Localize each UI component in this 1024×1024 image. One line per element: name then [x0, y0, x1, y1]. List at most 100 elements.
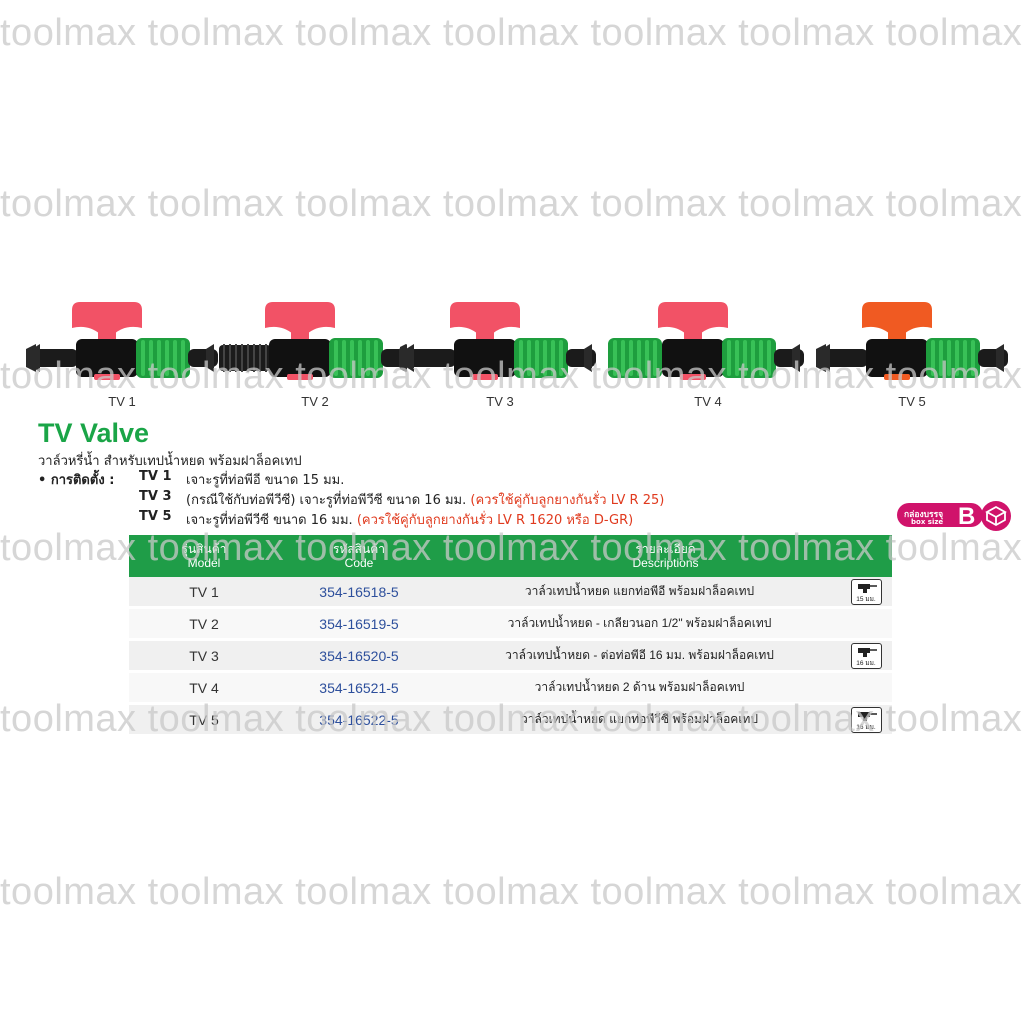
threaded-end [219, 345, 271, 371]
valve-image [219, 302, 411, 380]
box-icon [981, 501, 1011, 531]
installation-notes: • การติดตั้ง : TV 1 เจาะรูที่ท่อพีอี ขนา… [38, 469, 898, 529]
product-tv2: TV 2 [215, 290, 415, 415]
nut-rib [653, 340, 657, 376]
table-row: TV 4 354-16521-5 วาล์วเทปน้ำหยด 2 ด้าน พ… [129, 671, 892, 705]
install-desc: เจาะรูที่ท่อพีวีซี ขนาด 16 มม. (ควรใช้คู… [186, 509, 633, 530]
valve-image [608, 302, 804, 380]
nut-rib [374, 340, 378, 376]
cell-icon: 16 มม. [840, 639, 892, 673]
valve-handle [862, 302, 932, 334]
header-code-en: Code [344, 556, 374, 570]
nut-rib [366, 340, 370, 376]
install-row: • การติดตั้ง : TV 1 เจาะรูที่ท่อพีอี ขนา… [38, 469, 898, 489]
box-size-label: กล่องบรรจุ [904, 510, 944, 520]
install-desc: เจาะรูที่ท่อพีอี ขนาด 15 มม. [186, 469, 344, 490]
watermark-row: toolmax toolmax toolmax toolmax toolmax … [0, 12, 1023, 54]
barb-ridge [206, 344, 214, 372]
product-gallery: TV 1 TV 2 TV 3 TV 4 TV 5 [0, 290, 1024, 415]
cell-desc: วาล์วเทปน้ำหยด 2 ด้าน พร้อมฝาล็อคเทป [439, 671, 840, 705]
nut-rib [342, 340, 346, 376]
nut-rib [350, 340, 354, 376]
nut-rib [165, 340, 169, 376]
barb-ridge [32, 344, 40, 372]
cell-icon: 16 มม. [840, 703, 892, 737]
nut-rib [334, 340, 338, 376]
valve-ring [884, 374, 910, 380]
install-row: TV 3 (กรณีใช้กับท่อพีวีซี) เจาะรูที่ท่อพ… [38, 489, 898, 509]
nut-rib [157, 340, 161, 376]
barb-ridge [822, 344, 830, 372]
nut-rib [543, 340, 547, 376]
nut-rib [735, 340, 739, 376]
header-desc-en: Descriptions [632, 556, 699, 570]
valve-ring [94, 374, 120, 380]
cell-model: TV 3 [129, 639, 279, 673]
page-subtitle: วาล์วหรี่น้ำ สำหรับเทปน้ำหยด พร้อมฝาล็อค… [38, 454, 302, 469]
valve-handle [265, 302, 335, 334]
nut-rib [947, 340, 951, 376]
nut-rib [955, 340, 959, 376]
table-row: TV 2 354-16519-5 วาล์วเทปน้ำหยด - เกลียว… [129, 607, 892, 641]
valve-image [400, 302, 596, 380]
cell-model: TV 5 [129, 703, 279, 737]
nut-rib [971, 340, 975, 376]
install-model: TV 3 [139, 489, 172, 504]
nut-rib [181, 340, 185, 376]
nut-rib [727, 340, 731, 376]
watermark-row: toolmax toolmax toolmax toolmax toolmax … [0, 183, 1023, 225]
header-desc-th: รายละเอียด [635, 542, 696, 556]
nut-rib [551, 340, 555, 376]
drill-size: 16 มม. [856, 659, 876, 667]
install-desc-text: (กรณีใช้กับท่อพีวีซี) เจาะรูที่ท่อพีวีซี… [186, 493, 471, 508]
table-row: TV 1 354-16518-5 วาล์วเทปน้ำหยด แยกท่อพี… [129, 577, 892, 609]
nut-rib [559, 340, 563, 376]
install-desc-text: เจาะรูที่ท่อพีอี ขนาด 15 มม. [186, 473, 345, 488]
product-label: TV 4 [694, 394, 722, 409]
header-model-en: Model [187, 556, 221, 570]
thread-ridge [241, 344, 243, 372]
valve-handle [72, 302, 142, 334]
thread-ridge [223, 344, 225, 372]
cell-desc: วาล์วเทปน้ำหยด แยกท่อพีอี พร้อมฝาล็อคเทป [439, 577, 840, 609]
box-size-letter: B [958, 503, 976, 530]
cell-icon: 15 มม. [840, 577, 892, 609]
cell-model: TV 2 [129, 607, 279, 641]
install-note: (ควรใช้คู่กับลูกยางกันรั่ว LV R 25) [470, 493, 665, 508]
barb-ridge [400, 344, 406, 372]
thread-ridge [229, 344, 231, 372]
install-desc: (กรณีใช้กับท่อพีวีซี) เจาะรูที่ท่อพีวีซี… [186, 489, 664, 510]
box-size-pill: กล่องบรรจุ box size B [897, 503, 983, 530]
nut-rib [645, 340, 649, 376]
nut-rib [751, 340, 755, 376]
nut-rib [519, 340, 523, 376]
nut-rib [358, 340, 362, 376]
cell-icon [840, 671, 892, 705]
table-row: TV 5 354-16522-5 วาล์วเทปน้ำหยด แยกท่อพี… [129, 703, 892, 737]
valve-handle [658, 302, 728, 334]
valve-body [662, 339, 724, 377]
drill-icon: 15 มม. [850, 578, 882, 605]
box-size-label-en: box size [911, 518, 944, 526]
cell-desc: วาล์วเทปน้ำหยด แยกท่อพีวีซี พร้อมฝาล็อคเ… [439, 703, 840, 737]
nut-rib [535, 340, 539, 376]
nut-rib [931, 340, 935, 376]
barb-ridge [792, 344, 800, 372]
valve-image [26, 302, 218, 380]
header-code-th: รหัสสินค้า [333, 542, 385, 556]
valve-ring [287, 374, 313, 380]
cell-icon [840, 607, 892, 641]
nut-rib [527, 340, 531, 376]
nut-rib [767, 340, 771, 376]
box-size-badge: กล่องบรรจุ box size B [897, 500, 1015, 531]
valve-body [269, 339, 331, 377]
install-note: (ควรใช้คู่กับลูกยางกันรั่ว LV R 1620 หรื… [356, 513, 634, 528]
nut-rib [637, 340, 641, 376]
cell-model: TV 1 [129, 577, 279, 609]
product-label: TV 2 [301, 394, 329, 409]
product-label: TV 1 [108, 394, 136, 409]
valve-handle [450, 302, 520, 334]
cell-desc: วาล์วเทปน้ำหยด - ต่อท่อพีอี 16 มม. พร้อม… [439, 639, 840, 673]
